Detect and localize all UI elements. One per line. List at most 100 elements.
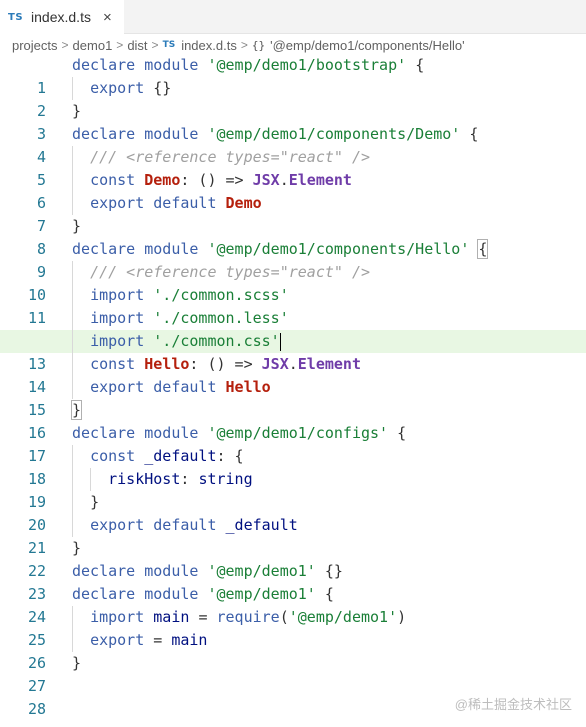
code-line[interactable]: 9 declare module '@emp/demo1/components/… [0, 238, 586, 281]
chevron-right-icon: > [151, 38, 159, 52]
code-line[interactable]: 17 declare module '@emp/demo1/configs' { [0, 422, 586, 465]
line-number: 3 [36, 125, 46, 143]
code-line[interactable]: 14 const Hello: () => JSX.Element [0, 353, 586, 396]
tab-index-d-ts[interactable]: TS index.d.ts × [0, 0, 124, 34]
matching-bracket: } [70, 400, 83, 420]
indent-guide [72, 261, 73, 284]
code-line[interactable]: 24 declare module '@emp/demo1' { [0, 583, 586, 626]
line-code: declare module '@emp/demo1/components/De… [72, 125, 479, 143]
breadcrumb-item-symbol[interactable]: '@emp/demo1/components/Hello' [270, 37, 465, 53]
line-code: export {} [90, 79, 172, 97]
line-number: 19 [27, 493, 46, 511]
close-icon[interactable]: × [102, 8, 112, 26]
line-code: const _default: { [90, 447, 244, 465]
code-line[interactable]: 3 } [0, 100, 586, 143]
indent-guide [72, 284, 73, 307]
code-line[interactable]: 21 export default _default [0, 514, 586, 557]
line-number: 6 [36, 194, 46, 212]
code-editor[interactable]: 1 declare module '@emp/demo1/bootstrap' … [0, 54, 586, 718]
code-line[interactable]: 4 declare module '@emp/demo1/components/… [0, 123, 586, 166]
breadcrumb-item-demo1[interactable]: demo1 [72, 37, 113, 53]
code-line[interactable]: 8 } [0, 215, 586, 258]
indent-guide [72, 146, 73, 169]
chevron-right-icon: > [116, 38, 124, 52]
line-code: declare module '@emp/demo1/components/He… [72, 239, 489, 259]
indent-guide [72, 192, 73, 215]
indent-guide [72, 468, 73, 491]
module-symbol-icon: {} [251, 38, 266, 52]
line-code: } [90, 493, 100, 511]
breadcrumb: projects > demo1 > dist > TS index.d.ts … [12, 34, 465, 56]
line-number: 17 [27, 447, 46, 465]
indent-guide [72, 514, 73, 537]
code-line[interactable]: 28 [0, 675, 586, 718]
breadcrumb-item-projects[interactable]: projects [12, 37, 58, 53]
code-line-current[interactable]: 13 import './common.css' [0, 330, 586, 373]
line-number: 20 [27, 516, 46, 534]
line-code: export default Demo [90, 194, 262, 212]
line-code: export = main [90, 631, 208, 649]
code-line[interactable]: 15 export default Hello [0, 376, 586, 419]
typescript-file-icon: TS [162, 40, 176, 50]
line-code: riskHost: string [108, 470, 253, 488]
line-number: 1 [36, 79, 46, 97]
breadcrumb-item-dist[interactable]: dist [127, 37, 148, 53]
indent-guide [72, 491, 73, 514]
line-code: declare module '@emp/demo1/configs' { [72, 424, 407, 442]
tab-bar: TS index.d.ts × [0, 0, 586, 34]
code-line[interactable]: 25 import main = require('@emp/demo1') [0, 606, 586, 649]
line-number: 7 [36, 217, 46, 235]
line-code: export default _default [90, 516, 298, 534]
code-line[interactable]: 1 declare module '@emp/demo1/bootstrap' … [0, 54, 586, 97]
line-number: 13 [27, 355, 46, 373]
code-line[interactable]: 20 } [0, 491, 586, 534]
code-line[interactable]: 27 } [0, 652, 586, 695]
line-code: import main = require('@emp/demo1') [90, 608, 407, 626]
line-code: import './common.less' [90, 309, 289, 327]
code-line[interactable]: 26 export = main [0, 629, 586, 672]
code-line[interactable]: 2 export {} [0, 77, 586, 120]
line-code: } [72, 654, 82, 672]
line-number: 8 [36, 240, 46, 258]
code-line[interactable]: 5 /// <reference types="react" /> [0, 146, 586, 189]
line-code: declare module '@emp/demo1/bootstrap' { [72, 56, 425, 74]
line-code: /// <reference types="react" /> [90, 263, 371, 281]
line-code: const Hello: () => JSX.Element [90, 355, 361, 373]
line-number: 10 [27, 286, 46, 304]
line-number: 23 [27, 585, 46, 603]
line-code: declare module '@emp/demo1' {} [72, 562, 343, 580]
indent-guide [72, 330, 73, 353]
line-code: } [72, 102, 82, 120]
code-line[interactable]: 10 /// <reference types="react" /> [0, 261, 586, 304]
indent-guide [72, 606, 73, 629]
line-code: declare module '@emp/demo1' { [72, 585, 334, 603]
line-code: } [70, 399, 83, 422]
line-number: 22 [27, 562, 46, 580]
code-line[interactable]: 18 const _default: { [0, 445, 586, 488]
code-line[interactable]: 7 export default Demo [0, 192, 586, 235]
line-number: 16 [27, 424, 46, 442]
code-line[interactable]: 23 declare module '@emp/demo1' {} [0, 560, 586, 603]
code-line[interactable]: 6 const Demo: () => JSX.Element [0, 169, 586, 212]
code-line[interactable]: 16 } [0, 399, 586, 442]
chevron-right-icon: > [61, 38, 69, 52]
code-line[interactable]: 12 import './common.less' [0, 307, 586, 350]
line-code: } [72, 539, 82, 557]
breadcrumb-item-file[interactable]: index.d.ts [181, 37, 237, 53]
indent-guide [72, 353, 73, 376]
line-number: 21 [27, 539, 46, 557]
watermark: @稀土掘金技术社区 [454, 697, 572, 712]
indent-guide [72, 77, 73, 100]
line-number: 14 [27, 378, 46, 396]
code-line[interactable]: 22 } [0, 537, 586, 580]
line-number: 26 [27, 654, 46, 672]
matching-bracket: { [477, 239, 489, 259]
code-line[interactable]: 19 riskHost: string [0, 468, 586, 511]
line-number: 2 [36, 102, 46, 120]
line-number: 4 [36, 148, 46, 166]
line-code: import './common.css' [90, 332, 281, 351]
line-number: 27 [27, 677, 46, 695]
line-number: 18 [27, 470, 46, 488]
line-code: import './common.scss' [90, 286, 289, 304]
code-line[interactable]: 11 import './common.scss' [0, 284, 586, 327]
